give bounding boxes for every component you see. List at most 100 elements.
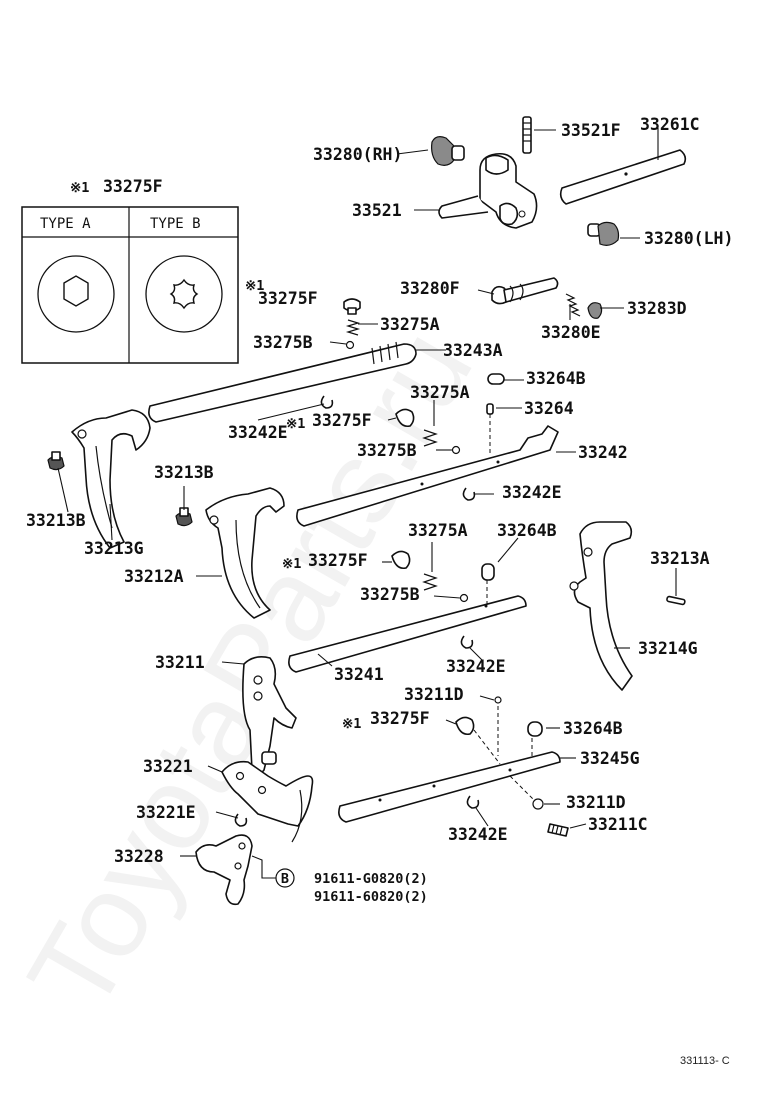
bracket-33228-icon	[195, 834, 253, 906]
spring-33275a-a-icon	[345, 319, 361, 336]
label-33275a-c: 33275A	[408, 521, 468, 540]
ball-33275b-a-icon	[345, 340, 355, 350]
label-33243a: 33243A	[443, 341, 503, 360]
label-33242e-a: 33242E	[228, 423, 288, 442]
pin-33264-icon	[486, 403, 494, 415]
label-33275b-b: 33275B	[357, 441, 417, 460]
pin-33264b-c-icon	[527, 721, 543, 737]
ball-33211d-b-icon	[532, 798, 544, 810]
label-33211d-a: 33211D	[404, 685, 464, 704]
label-33213g: 33213G	[84, 539, 144, 558]
fork-33212a-icon	[205, 487, 285, 619]
label-33212a: 33212A	[124, 567, 184, 586]
figure-id: 331113- C	[680, 1055, 730, 1067]
shaft-33261c-icon	[559, 149, 687, 205]
label-33521f: 33521F	[561, 121, 621, 140]
shaft-33245g-icon	[338, 751, 561, 823]
pin-33264b-a-icon	[487, 373, 505, 385]
rod-33280f-icon	[491, 277, 559, 305]
fork-33213g-icon	[71, 409, 151, 549]
ball-33275b-b-icon	[451, 445, 461, 455]
bolt-33275f-d-icon	[455, 716, 475, 736]
label-33214g: 33214G	[638, 639, 698, 658]
shaft-33243a-icon	[148, 341, 417, 423]
label-33283d: 33283D	[627, 299, 687, 318]
spring-33280e-icon	[565, 293, 581, 317]
label-marker-33275f-a: ※1	[245, 278, 264, 294]
label-marker-33275f-d: ※1	[342, 716, 361, 732]
type-b-torx-head-icon	[145, 255, 223, 333]
label-33280f: 33280F	[400, 279, 460, 298]
label-marker-33275f-b: ※1	[286, 416, 305, 432]
label-33264b-a: 33264B	[526, 369, 586, 388]
callout-labels: 33280(RH) 33521F 33261C 33521 33280(LH) …	[26, 115, 733, 905]
label-33213b-b: 33213B	[154, 463, 214, 482]
label-bolt-91611-g0820: 91611-G0820(2)	[314, 871, 428, 887]
leader-lines	[57, 128, 677, 879]
plug-33280-lh-icon	[587, 221, 620, 246]
ball-33275b-c-icon	[459, 593, 469, 603]
label-33242: 33242	[578, 443, 628, 462]
label-33275f-a: 33275F	[258, 289, 318, 308]
label-33264: 33264	[524, 399, 574, 418]
label-33275b-a: 33275B	[253, 333, 313, 352]
pin-33264b-b-icon	[481, 563, 495, 581]
head-33211-icon	[242, 656, 297, 775]
label-marker-33275f-c: ※1	[282, 556, 301, 572]
bolt-33275f-c-icon	[391, 550, 411, 570]
label-33275a-a: 33275A	[380, 315, 440, 334]
label-33211c: 33211C	[588, 815, 648, 834]
legend-box	[21, 206, 239, 364]
type-legend: ※1 33275F TYPE A TYPE B	[21, 177, 239, 364]
fork-33214g-icon	[569, 521, 633, 691]
spring-33275a-c-icon	[422, 573, 438, 591]
bolt-33275f-b-icon	[395, 408, 415, 428]
type-b-heading: TYPE B	[150, 216, 201, 232]
clip-33242e-d-icon	[466, 795, 480, 809]
bolt-b-marker-letter: B	[281, 871, 289, 887]
shaft-33241-icon	[288, 595, 527, 673]
type-a-heading: TYPE A	[40, 216, 91, 232]
label-33242e-d: 33242E	[448, 825, 508, 844]
label-33275a-b: 33275A	[410, 383, 470, 402]
shaft-33242-icon	[296, 425, 559, 527]
clip-33242e-c-icon	[460, 635, 474, 649]
label-33221e: 33221E	[136, 803, 196, 822]
label-33242e-c: 33242E	[446, 657, 506, 676]
legend-part-number: 33275F	[103, 177, 163, 196]
legend-marker: ※1	[70, 180, 89, 196]
label-33521: 33521	[352, 201, 402, 220]
spring-33275a-b-icon	[422, 429, 438, 447]
plug-33283d-icon	[587, 302, 603, 319]
label-33242e-b: 33242E	[502, 483, 562, 502]
label-33264b-b: 33264B	[497, 521, 557, 540]
label-33241: 33241	[334, 665, 384, 684]
label-33275f-b: 33275F	[312, 411, 372, 430]
plug-33280-rh-icon	[431, 136, 465, 166]
label-33211: 33211	[155, 653, 205, 672]
label-33211d-b: 33211D	[566, 793, 626, 812]
label-33261c: 33261C	[640, 115, 700, 134]
label-33280e: 33280E	[541, 323, 601, 342]
pin-33521f-icon	[522, 116, 532, 154]
bolt-33275f-a-icon	[343, 298, 361, 315]
ball-33211d-a-icon	[494, 696, 502, 704]
label-33228: 33228	[114, 847, 164, 866]
label-33275f-d: 33275F	[370, 709, 430, 728]
label-33280-rh: 33280(RH)	[313, 145, 402, 164]
label-bolt-91611-60820: 91611-60820(2)	[314, 889, 428, 905]
bolt-33213b-a-icon	[47, 451, 65, 471]
pin-33213a-icon	[666, 595, 686, 606]
clip-33242e-a-icon	[320, 395, 334, 409]
clip-33242e-b-icon	[462, 487, 476, 501]
label-33280-lh: 33280(LH)	[644, 229, 733, 248]
type-a-hex-head-icon	[37, 255, 115, 333]
bolt-33213b-b-icon	[175, 507, 193, 527]
label-33245g: 33245G	[580, 749, 640, 768]
label-33275b-c: 33275B	[360, 585, 420, 604]
label-33264b-c: 33264B	[563, 719, 623, 738]
label-33213b-a: 33213B	[26, 511, 86, 530]
label-33221: 33221	[143, 757, 193, 776]
select-lever-33521-icon	[438, 152, 538, 229]
bolt-b-marker: B	[275, 868, 295, 888]
